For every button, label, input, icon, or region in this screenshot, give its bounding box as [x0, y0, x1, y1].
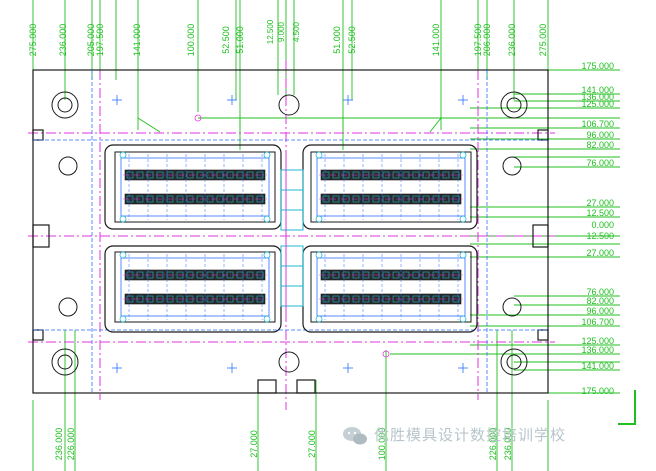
top-dimension-label: 141.000 [132, 24, 142, 57]
wechat-icon [343, 427, 367, 445]
top-dimension-label: 9.000 [277, 21, 286, 42]
top-dimension-label: 52.500 [221, 26, 231, 54]
right-dimension-label: 136.000 [581, 92, 614, 102]
watermark: 优胜模具设计数控培训学校 [343, 427, 566, 445]
right-dimension-label: 96.000 [586, 130, 614, 140]
right-dimension-label: 27.000 [586, 248, 614, 258]
top-dimension-label: 206.000 [482, 24, 492, 57]
right-dimension-label: 141.000 [581, 361, 614, 371]
bottom-dimension-label: 27.000 [249, 430, 259, 458]
top-dimension-label: 236.000 [58, 24, 68, 57]
guide-pillar-holes [51, 91, 528, 376]
right-dimension-label: 125.000 [581, 336, 614, 346]
right-dimensions: 175.000141.000136.000125.000106.70096.00… [581, 61, 614, 396]
right-dimension-label: 106.700 [581, 119, 614, 129]
right-dimension-label: 0.000 [591, 220, 614, 230]
right-dimension-label: 82.000 [586, 296, 614, 306]
top-dimension-label: 12.500 [266, 19, 275, 44]
top-dimension-label: 4.500 [292, 21, 301, 42]
right-dimension-label: 76.000 [586, 158, 614, 168]
bottom-dimension-label: 236.000 [503, 428, 513, 461]
right-dimension-label: 12.500 [586, 208, 614, 218]
cavity-insert [310, 251, 472, 323]
top-dimension-label: 275.000 [538, 24, 548, 57]
bottom-dimension-label: 226.000 [66, 428, 76, 461]
bottom-dimension-label: 236.000 [54, 428, 64, 461]
right-dimension-label: 27.000 [586, 198, 614, 208]
mold-plate [32, 69, 549, 394]
right-dimension-label: 136.000 [581, 345, 614, 355]
bottom-dimension-label: 100.000 [377, 428, 387, 461]
top-dimension-label: 51.000 [332, 26, 342, 54]
right-dimension-label: 106.700 [581, 317, 614, 327]
cavity-insert [114, 151, 276, 223]
right-dimension-label: 141.000 [581, 85, 614, 95]
right-dimension-label: 175.000 [581, 386, 614, 396]
bottom-dimension-label: 226.000 [488, 428, 498, 461]
top-dimension-label: 197.500 [473, 24, 483, 57]
runner-system [280, 150, 304, 320]
support-rails [33, 70, 548, 393]
right-dimension-label: 96.000 [586, 306, 614, 316]
right-dimension-label: 125.000 [581, 99, 614, 109]
watermark-text: 优胜模具设计数控培训学校 [374, 427, 566, 444]
top-dimension-label: 197.500 [95, 24, 105, 57]
right-dimension-label: 82.000 [586, 140, 614, 150]
top-dimension-label: 236.000 [507, 24, 517, 57]
cavity-insert [114, 251, 276, 323]
screw-marks [112, 95, 468, 373]
right-dimension-label: 12.500 [586, 231, 614, 241]
right-dimension-label: 175.000 [581, 61, 614, 71]
top-dimension-label: 52.500 [347, 26, 357, 54]
corner-marker [618, 390, 636, 425]
right-dimension-label: 76.000 [586, 287, 614, 297]
top-dimension-label: 100.000 [186, 24, 196, 57]
top-dimension-label: 205.000 [86, 24, 96, 57]
top-dimension-label: 51.000 [235, 26, 245, 54]
cavity-inserts [114, 151, 472, 323]
cavity-insert [310, 151, 472, 223]
centerlines [28, 60, 555, 410]
bottom-dimension-label: 27.000 [307, 430, 317, 458]
top-dimension-label: 275.000 [28, 24, 38, 57]
top-dimension-label: 141.000 [431, 24, 441, 57]
